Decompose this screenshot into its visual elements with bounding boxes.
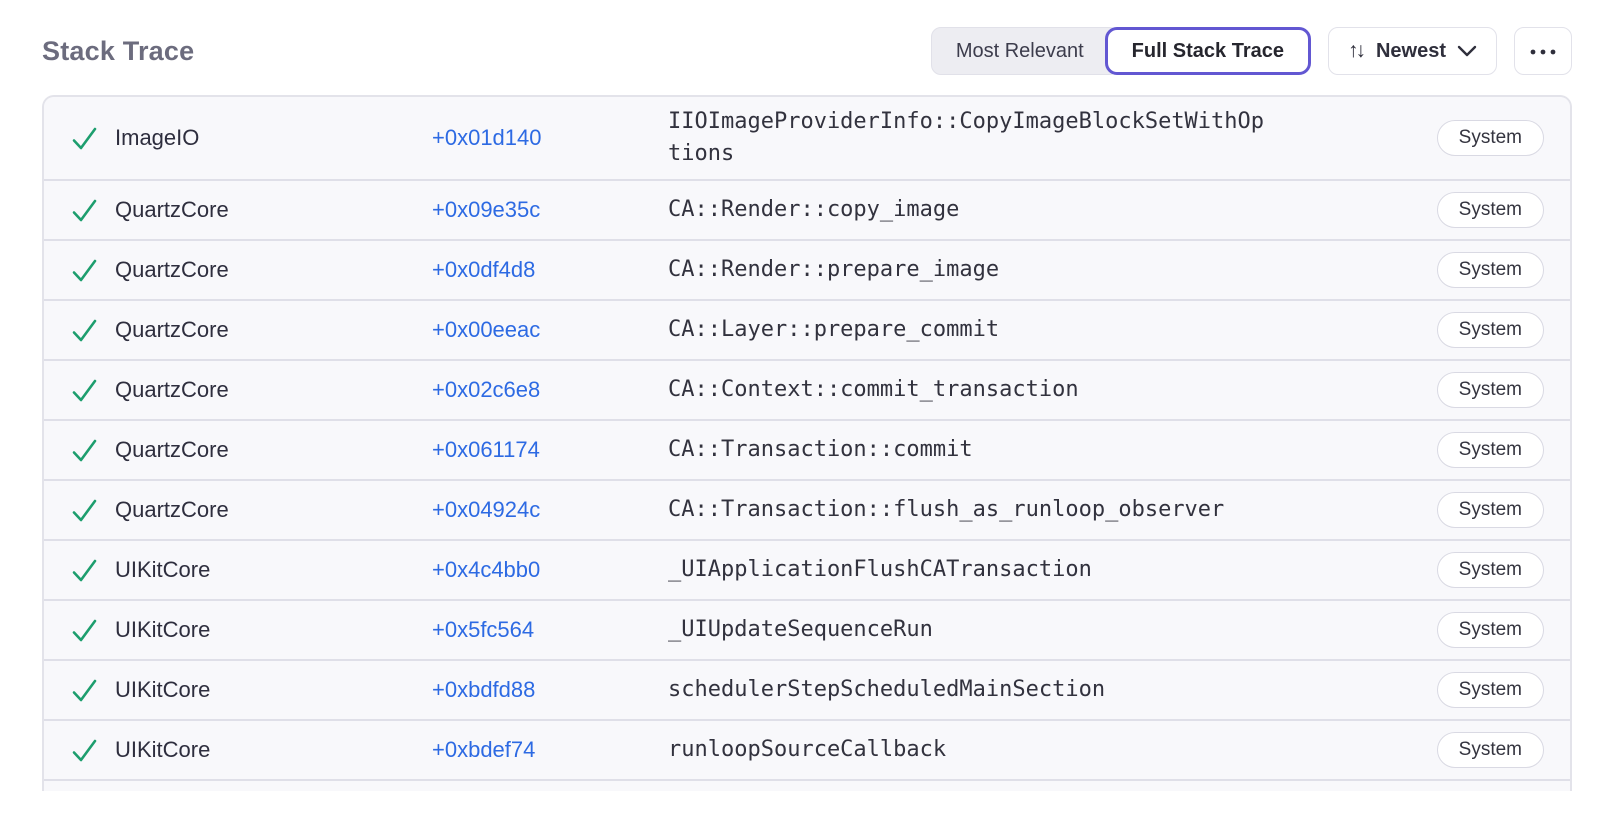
sort-label: Newest — [1375, 39, 1446, 62]
checkmark-icon — [70, 497, 115, 524]
offset-address-link[interactable]: +0x0df4d8 — [432, 257, 536, 282]
offset-address-link[interactable]: +0x4c4bb0 — [432, 557, 541, 582]
library-name: QuartzCore — [115, 377, 229, 402]
most-relevant-button[interactable]: Most Relevant — [930, 27, 1119, 75]
table-row-partial — [44, 779, 1570, 791]
header-controls: Most Relevant Full Stack Trace ↑↓ Newest — [930, 27, 1572, 75]
system-badge: System — [1436, 552, 1544, 588]
library-name: UIKitCore — [115, 677, 211, 702]
view-toggle: Most Relevant Full Stack Trace — [930, 27, 1311, 75]
library-name: UIKitCore — [115, 737, 211, 762]
most-relevant-label: Most Relevant — [955, 39, 1084, 62]
system-badge: System — [1436, 372, 1544, 408]
function-name: CA::Render::prepare_image — [668, 257, 1000, 283]
sort-arrows-icon: ↑↓ — [1347, 39, 1366, 62]
function-name: _UIUpdateSequenceRun — [668, 617, 933, 643]
library-name: QuartzCore — [115, 197, 229, 222]
offset-address-link[interactable]: +0x5fc564 — [432, 617, 535, 642]
stack-trace-table: ImageIO +0x01d140 IIOImageProviderInfo::… — [44, 97, 1570, 779]
offset-address-link[interactable]: +0x01d140 — [432, 125, 542, 150]
system-badge: System — [1436, 732, 1544, 768]
full-stack-trace-label: Full Stack Trace — [1131, 39, 1284, 62]
table-row[interactable]: QuartzCore +0x00eeac CA::Layer::prepare_… — [44, 299, 1570, 359]
function-name: CA::Transaction::commit — [668, 437, 973, 463]
system-badge: System — [1436, 312, 1544, 348]
table-row[interactable]: UIKitCore +0x5fc564 _UIUpdateSequenceRun… — [44, 599, 1570, 659]
checkmark-icon — [70, 557, 115, 584]
checkmark-icon — [70, 317, 115, 344]
system-badge: System — [1436, 192, 1544, 228]
library-name: QuartzCore — [115, 437, 229, 462]
offset-address-link[interactable]: +0x00eeac — [432, 317, 541, 342]
offset-address-link[interactable]: +0x061174 — [432, 437, 540, 462]
stack-trace-card: ImageIO +0x01d140 IIOImageProviderInfo::… — [42, 95, 1572, 791]
table-row[interactable]: UIKitCore +0xbdfd88 schedulerStepSchedul… — [44, 659, 1570, 719]
checkmark-icon — [70, 737, 115, 764]
library-name: ImageIO — [115, 125, 200, 150]
table-row[interactable]: UIKitCore +0xbdef74 runloopSourceCallbac… — [44, 719, 1570, 779]
page-title: Stack Trace — [42, 35, 195, 66]
offset-address-link[interactable]: +0xbdfd88 — [432, 677, 536, 702]
checkmark-icon — [70, 437, 115, 464]
offset-address-link[interactable]: +0x02c6e8 — [432, 377, 541, 402]
checkmark-icon — [70, 677, 115, 704]
function-name: IIOImageProviderInfo::CopyImageBlockSetW… — [668, 109, 1265, 166]
checkmark-icon — [70, 617, 115, 644]
library-name: QuartzCore — [115, 257, 229, 282]
system-badge: System — [1436, 252, 1544, 288]
function-name: schedulerStepScheduledMainSection — [668, 677, 1106, 703]
function-name: CA::Layer::prepare_commit — [668, 317, 1000, 343]
table-row[interactable]: QuartzCore +0x04924c CA::Transaction::fl… — [44, 479, 1570, 539]
checkmark-icon — [70, 125, 115, 152]
function-name: CA::Transaction::flush_as_runloop_observ… — [668, 497, 1225, 523]
function-name: CA::Render::copy_image — [668, 197, 960, 223]
system-badge: System — [1436, 492, 1544, 528]
system-badge: System — [1436, 432, 1544, 468]
chevron-down-icon — [1457, 45, 1477, 57]
offset-address-link[interactable]: +0x09e35c — [432, 197, 541, 222]
function-name: _UIApplicationFlushCATransaction — [668, 557, 1092, 583]
system-badge: System — [1436, 672, 1544, 708]
full-stack-trace-button[interactable]: Full Stack Trace — [1104, 27, 1311, 75]
offset-address-link[interactable]: +0x04924c — [432, 497, 541, 522]
offset-address-link[interactable]: +0xbdef74 — [432, 737, 536, 762]
table-row[interactable]: QuartzCore +0x0df4d8 CA::Render::prepare… — [44, 239, 1570, 299]
sort-dropdown[interactable]: ↑↓ Newest — [1327, 27, 1497, 75]
more-options-button[interactable] — [1514, 27, 1572, 75]
table-row[interactable]: QuartzCore +0x09e35c CA::Render::copy_im… — [44, 179, 1570, 239]
library-name: QuartzCore — [115, 497, 229, 522]
table-row[interactable]: ImageIO +0x01d140 IIOImageProviderInfo::… — [44, 97, 1570, 179]
checkmark-icon — [70, 197, 115, 224]
system-badge: System — [1436, 612, 1544, 648]
ellipsis-icon — [1530, 42, 1556, 60]
library-name: UIKitCore — [115, 557, 211, 582]
system-badge: System — [1436, 120, 1544, 156]
checkmark-icon — [70, 257, 115, 284]
stack-trace-header: Stack Trace Most Relevant Full Stack Tra… — [42, 26, 1572, 76]
function-name: runloopSourceCallback — [668, 737, 947, 763]
checkmark-icon — [70, 377, 115, 404]
function-name: CA::Context::commit_transaction — [668, 377, 1079, 403]
library-name: QuartzCore — [115, 317, 229, 342]
table-row[interactable]: UIKitCore +0x4c4bb0 _UIApplicationFlushC… — [44, 539, 1570, 599]
library-name: UIKitCore — [115, 617, 211, 642]
table-row[interactable]: QuartzCore +0x02c6e8 CA::Context::commit… — [44, 359, 1570, 419]
table-row[interactable]: QuartzCore +0x061174 CA::Transaction::co… — [44, 419, 1570, 479]
